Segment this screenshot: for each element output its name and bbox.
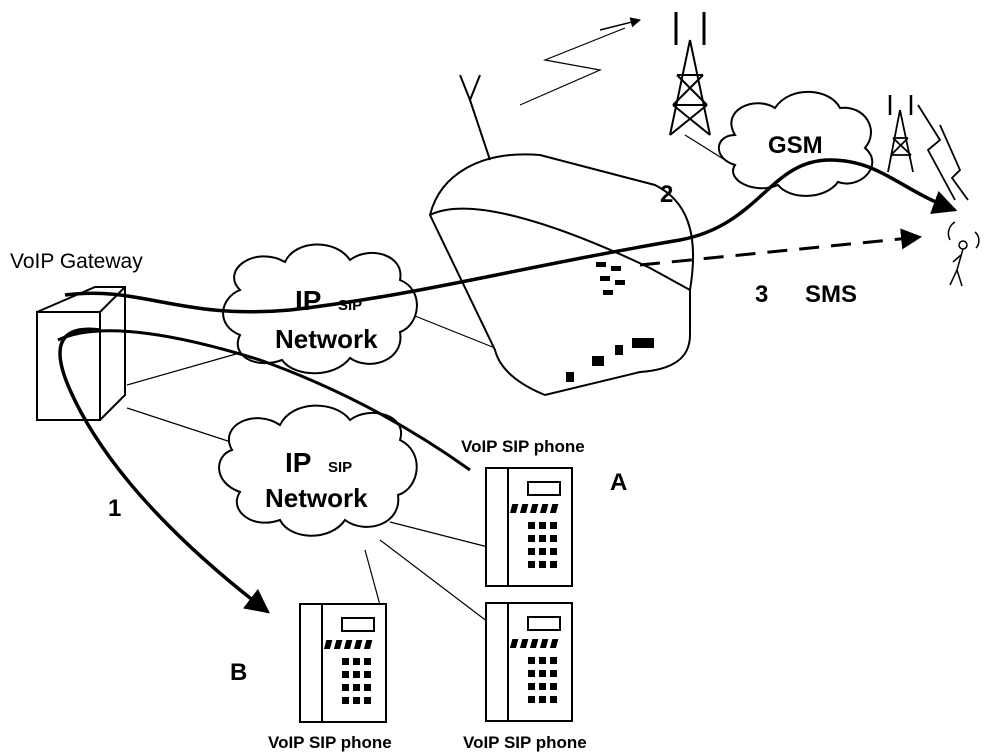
phone-a-marker: A — [610, 469, 627, 496]
sms-path-3 — [639, 228, 923, 267]
cloud-bottom-sip: SIP — [328, 459, 352, 476]
call-path-a — [57, 329, 471, 472]
cloud-top-ip: IP — [295, 285, 321, 316]
phone-b-label: VoIP SIP phone — [268, 733, 392, 752]
step-3-label: 3 — [755, 281, 768, 308]
sms-label: SMS — [805, 281, 857, 308]
step-2-label: 2 — [660, 181, 673, 208]
cloud-bottom-network: Network — [265, 483, 368, 513]
signal-arrow-icon — [599, 17, 642, 31]
phone-b-marker: B — [230, 659, 247, 686]
call-path-2 — [64, 158, 958, 314]
ip-sip-cloud-bottom — [218, 404, 418, 537]
voip-gateway-icon — [36, 286, 126, 421]
voip-phone-c-icon — [485, 602, 573, 722]
link-lines — [126, 134, 726, 623]
voip-phone-a-icon — [485, 467, 573, 587]
gsm-label: GSM — [768, 132, 823, 159]
step-1-label: 1 — [108, 495, 121, 522]
cell-tower-left-icon — [669, 12, 711, 136]
radio-wave-icon — [519, 27, 626, 106]
cloud-bottom-ip: IP — [285, 447, 311, 478]
cell-tower-right-icon — [887, 95, 969, 201]
phone-c-label: VoIP SIP phone — [463, 733, 587, 752]
phone-a-label: VoIP SIP phone — [461, 437, 585, 456]
cloud-top-network: Network — [275, 324, 378, 354]
voip-phone-b-icon — [299, 603, 387, 723]
mobile-user-icon — [947, 221, 980, 287]
gateway-label: VoIP Gateway — [10, 250, 143, 273]
gsm-gateway-device-icon — [428, 74, 694, 397]
